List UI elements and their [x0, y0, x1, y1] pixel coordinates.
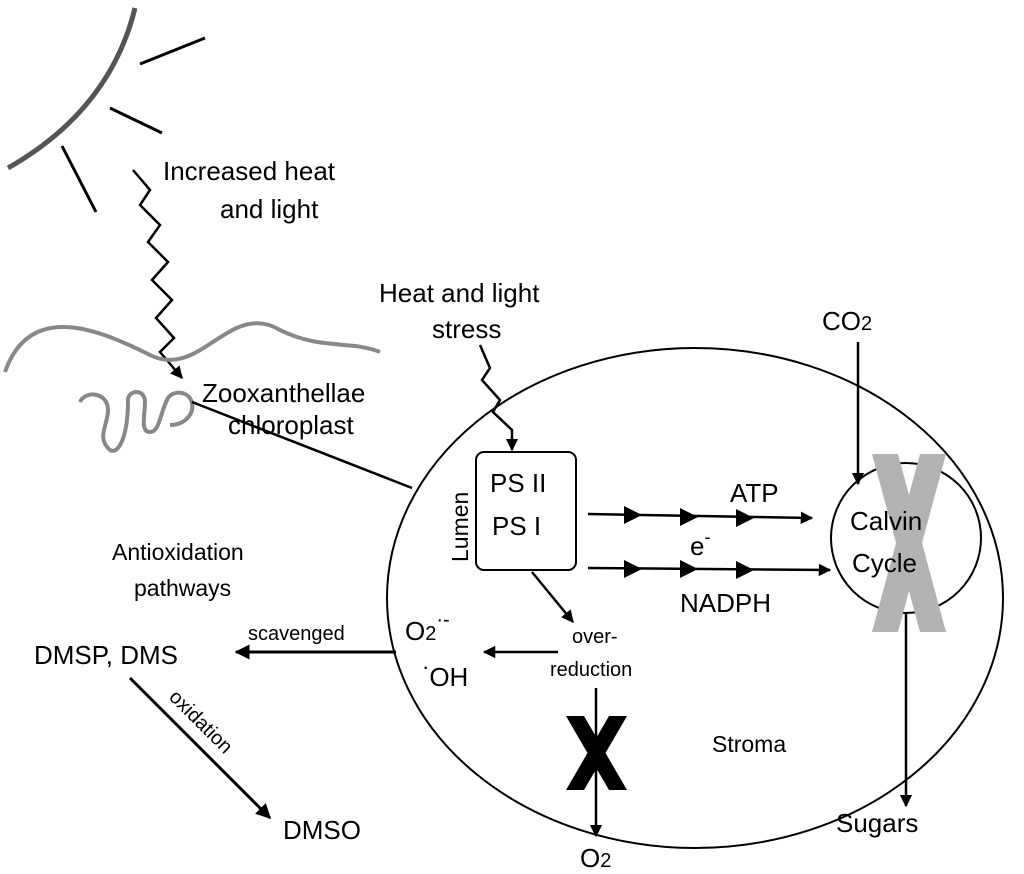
- superoxide-label: O2·-: [405, 609, 450, 646]
- coral-membrane-icon: [3, 321, 381, 373]
- atp-label: ATP: [730, 478, 779, 508]
- calvin-cycle-circle: [830, 462, 982, 614]
- light-zigzag-arrow: [132, 169, 183, 379]
- photosystem-box: [475, 451, 577, 571]
- lumen-label: Lumen: [447, 492, 473, 562]
- stress-label-2: stress: [432, 314, 501, 344]
- atp-arrow-chain: [587, 506, 814, 527]
- pathways-label: pathways: [134, 575, 231, 601]
- oxidation-arrow: [128, 676, 272, 820]
- overreduction-label-2: reduction: [550, 659, 632, 681]
- nadph-label: NADPH: [680, 588, 771, 618]
- sugars-label: Sugars: [836, 808, 918, 838]
- stress-label: Heat and light: [379, 278, 540, 308]
- scavenged-label: scavenged: [248, 623, 345, 645]
- chloroplast-connector-line: [191, 400, 413, 490]
- blocked-calvin-x-icon: [872, 454, 946, 632]
- overreduction-label: over-: [572, 626, 618, 648]
- stroma-label: Stroma: [712, 731, 786, 757]
- ps2-label: PS II: [490, 468, 546, 498]
- co2-label: CO2: [822, 306, 872, 336]
- ps1-label: PS I: [492, 511, 541, 541]
- increased-light-label: and light: [220, 194, 319, 224]
- o2-label: O2: [580, 843, 611, 873]
- sun-icon: [6, 7, 206, 213]
- ps-to-overreduction-arrow: [531, 571, 574, 623]
- blocked-o2-x-icon: [566, 716, 627, 790]
- increased-heat-label: Increased heat: [163, 156, 336, 186]
- chloroplast-folds-icon: [78, 390, 195, 453]
- antioxidation-label: Antioxidation: [112, 539, 244, 565]
- chloroplast-outline: [386, 347, 1004, 849]
- dmso-label: DMSO: [283, 815, 361, 845]
- stress-zigzag-arrow: [478, 344, 519, 452]
- zooxanthellae-label: Zooxanthellae: [202, 378, 365, 408]
- electron-label: e-: [690, 527, 710, 561]
- nadph-arrow-chain: [587, 560, 832, 579]
- hydroxyl-label: ·OH: [422, 654, 468, 692]
- cycle-label: Cycle: [852, 548, 917, 578]
- chloroplast-label: chloroplast: [228, 410, 355, 440]
- calvin-label: Calvin: [850, 506, 922, 536]
- dmsp-label: DMSP, DMS: [34, 640, 178, 670]
